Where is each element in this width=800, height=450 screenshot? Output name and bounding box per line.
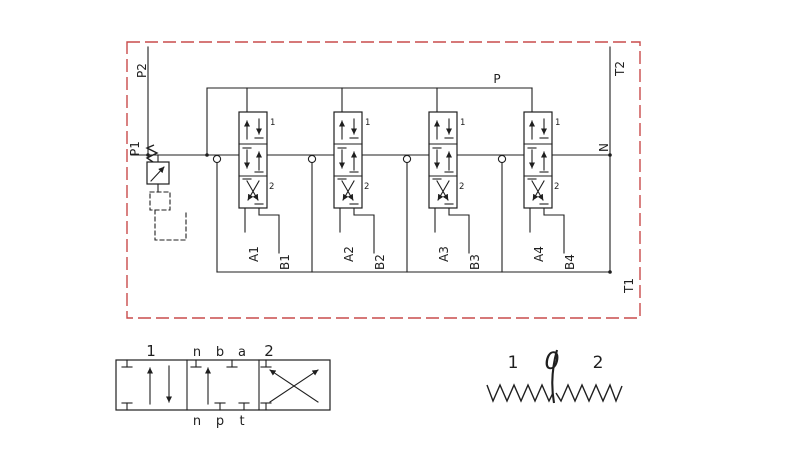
- lever-handle: [551, 349, 559, 404]
- spool-pos-left-label: 1: [146, 342, 156, 360]
- port-label-b3: B3: [468, 254, 482, 270]
- left-centering-spring: [486, 383, 554, 403]
- main-circuit: P2 T2 P1 N T1 P 1 2 A1 B1 1 2 A2: [126, 41, 641, 319]
- spool-position-diagram: 1 n b a 2 n p t: [115, 342, 331, 429]
- parallel-p-line: [206, 87, 533, 156]
- spool-bottom-port-p: p: [216, 414, 224, 429]
- section3-position-2-label: 2: [459, 182, 464, 192]
- section4-position-2-label: 2: [554, 182, 559, 192]
- valve-section-2: 1 2 A2 B2: [307, 87, 387, 273]
- spool-pos-right-label: 2: [264, 342, 274, 360]
- spool-bottom-port-n: n: [193, 414, 201, 429]
- right-centering-spring: [555, 383, 623, 403]
- spool-top-port-n: n: [193, 345, 201, 360]
- lever-pos-2-label: 2: [593, 353, 604, 373]
- valve-section-3: 1 2 A3 B3: [402, 87, 482, 273]
- lever-spring-diagram: 1 0 2: [486, 347, 623, 404]
- port-label-t1: T1: [622, 278, 636, 294]
- relief-valve: [145, 144, 187, 241]
- port-label-t2: T2: [613, 61, 627, 77]
- port-label-b4: B4: [563, 254, 577, 270]
- valve-section-4: 1 2 A4 B4: [497, 87, 577, 273]
- port-label-p: P: [493, 72, 500, 86]
- lever-pos-1-label: 1: [508, 353, 519, 373]
- section1-position-1-label: 1: [270, 118, 275, 128]
- section2-position-1-label: 1: [365, 118, 370, 128]
- section1-position-2-label: 2: [269, 182, 274, 192]
- port-label-p2: P2: [135, 63, 149, 78]
- section2-position-2-label: 2: [364, 182, 369, 192]
- section3-position-1-label: 1: [460, 118, 465, 128]
- spool-bottom-port-t: t: [239, 414, 244, 429]
- port-label-b2: B2: [373, 254, 387, 270]
- spool-top-port-b: b: [216, 345, 224, 360]
- port-label-a2: A2: [342, 246, 356, 262]
- section4-position-1-label: 1: [555, 118, 560, 128]
- port-label-n: N: [597, 143, 611, 152]
- valve-section-1: 1 2 A1 B1: [212, 87, 292, 273]
- port-label-b1: B1: [278, 254, 292, 270]
- pilot-drain-line: [154, 209, 187, 241]
- port-label-a4: A4: [532, 246, 546, 262]
- port-label-p1: P1: [128, 141, 142, 156]
- port-label-a3: A3: [437, 246, 451, 262]
- port-label-a1: A1: [247, 246, 261, 262]
- spool-top-port-a: a: [238, 345, 246, 360]
- valve-body-boundary: [126, 41, 641, 319]
